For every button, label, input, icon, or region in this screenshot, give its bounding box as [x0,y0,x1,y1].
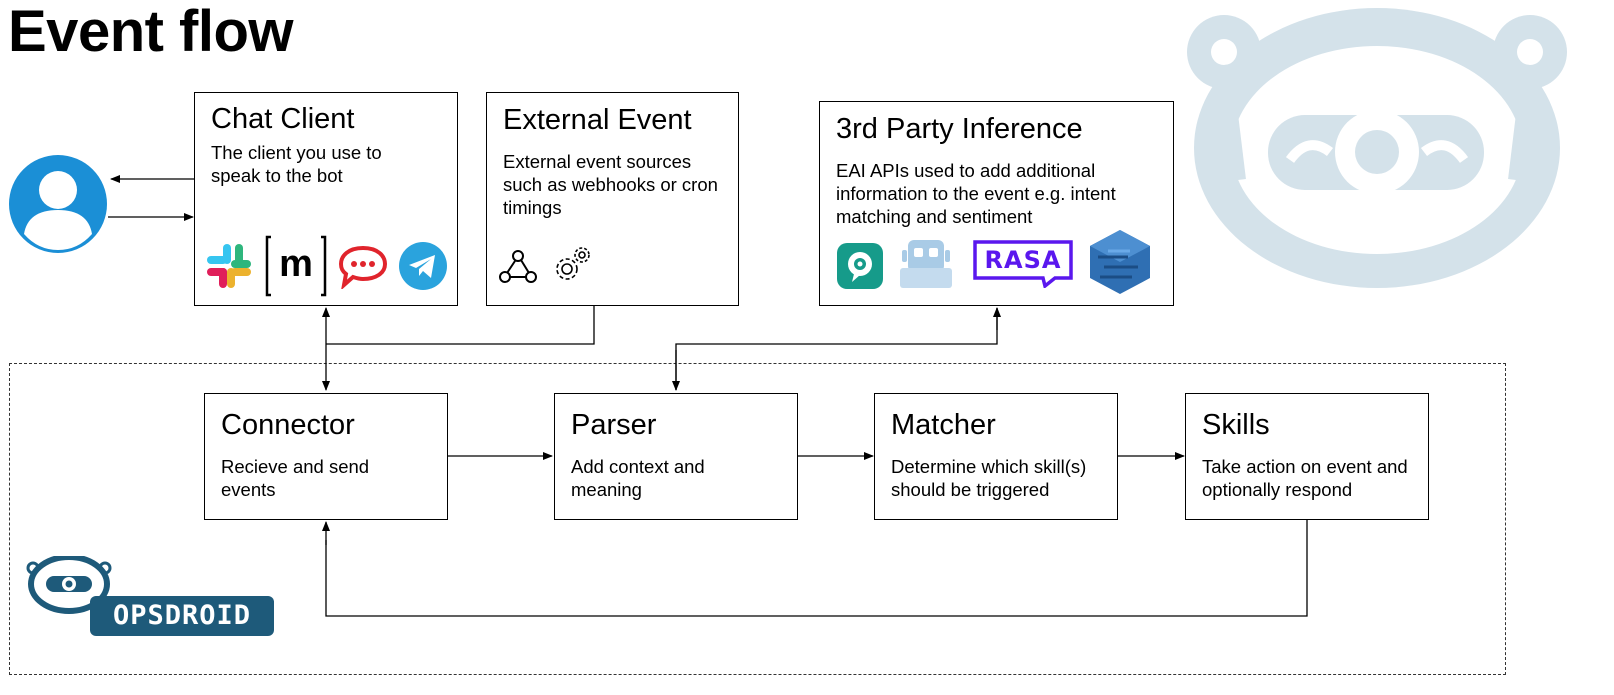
rocketchat-icon [338,245,388,289]
external-event-box: External Event External event sources su… [486,92,739,306]
third-party-inference-box: 3rd Party Inference EAI APIs used to add… [819,101,1174,306]
external-event-desc-line-3: timings [503,197,562,218]
third-party-desc-line-2: information to the event e.g. intent [836,183,1116,204]
skills-title: Skills [1202,409,1270,441]
robot-icon [900,240,952,288]
page-title: Event flow [8,0,294,64]
matcher-desc-line-1: Determine which skill(s) [891,456,1087,477]
external-event-title: External Event [503,104,692,136]
matcher-title: Matcher [891,409,996,441]
matrix-icon: m [265,235,327,297]
rasa-icon: RASA [973,240,1073,288]
skills-box: Skills Take action on event and optional… [1185,393,1429,520]
third-party-desc-line-3: matching and sentiment [836,206,1033,227]
chat-client-box: Chat Client The client you use to speak … [194,92,458,306]
chat-client-desc-line-1: The client you use to [211,142,382,163]
dialogflow-icon [837,243,883,289]
skills-desc-line-2: optionally respond [1202,479,1353,500]
parser-title: Parser [571,409,657,441]
opsdroid-boundary [9,363,1506,675]
external-event-desc-line-2: such as webhooks or cron [503,174,718,195]
matrix-letter: m [279,243,313,285]
slack-icon [207,244,251,288]
matcher-box: Matcher Determine which skill(s) should … [874,393,1118,520]
chat-client-desc-line-2: speak to the bot [211,165,343,186]
parser-box: Parser Add context and meaning [554,393,798,520]
opsdroid-logo-text: OPSDROID [112,600,252,631]
matcher-desc-line-2: should be triggered [891,479,1050,500]
parser-desc-line-1: Add context and [571,456,705,477]
webhook-icon [499,250,537,283]
connector-desc-line-2: events [221,479,276,500]
parser-desc-line-2: meaning [571,479,642,500]
cron-gear-icon [556,247,590,280]
connector-title: Connector [221,409,355,441]
connector-desc-line-1: Recieve and send [221,456,370,477]
connector-box: Connector Recieve and send events [204,393,448,520]
rasa-label: RASA [984,246,1062,274]
external-event-desc-line-1: External event sources [503,151,692,172]
chat-client-title: Chat Client [211,103,355,135]
opsdroid-logo: OPSDROID [26,556,276,638]
third-party-title: 3rd Party Inference [836,113,1083,145]
aws-lex-icon [1090,230,1150,294]
skills-desc-line-1: Take action on event and [1202,456,1408,477]
user-avatar-icon [9,155,107,253]
telegram-icon [399,242,447,290]
third-party-desc-line-1: EAI APIs used to add additional [836,160,1096,181]
